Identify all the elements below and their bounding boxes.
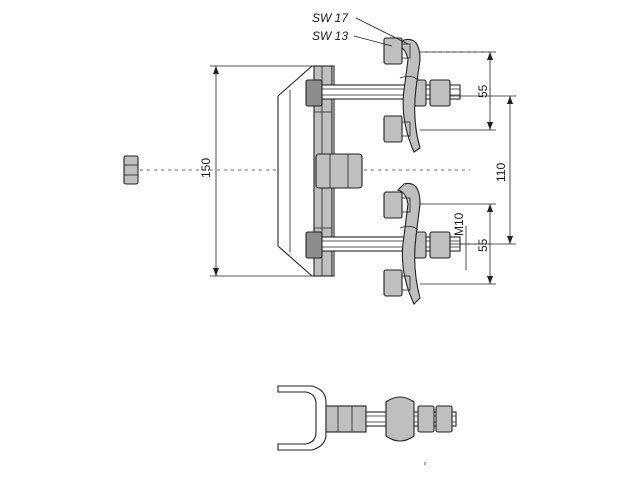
label-dim-150: 150	[199, 158, 213, 178]
bolt-lower-mid	[383, 191, 403, 219]
bolt-upper-mid	[383, 115, 403, 143]
center-nut	[315, 153, 363, 189]
small-bolts	[383, 37, 411, 297]
label-dim-110: 110	[494, 163, 508, 182]
dimension-55-bottom	[420, 203, 496, 285]
dimension-150	[210, 65, 316, 277]
dimension-55-top	[420, 51, 496, 131]
lower-rail-clip	[396, 182, 421, 305]
label-thread-m10: M10	[452, 212, 466, 236]
bolt-bottom	[383, 269, 403, 297]
centerlines	[140, 51, 490, 468]
bolt-top	[383, 37, 403, 65]
label-sw17: SW 17	[312, 11, 349, 25]
label-dim-55-bottom: 55	[476, 238, 490, 252]
side-view	[277, 385, 457, 451]
label-dim-55-top: 55	[476, 84, 490, 98]
label-sw13: SW 13	[312, 29, 348, 43]
wrench-size-leaders	[353, 17, 409, 47]
dimension-110	[450, 95, 516, 245]
loose-nut	[123, 155, 139, 185]
upper-rail-clip	[396, 38, 421, 153]
